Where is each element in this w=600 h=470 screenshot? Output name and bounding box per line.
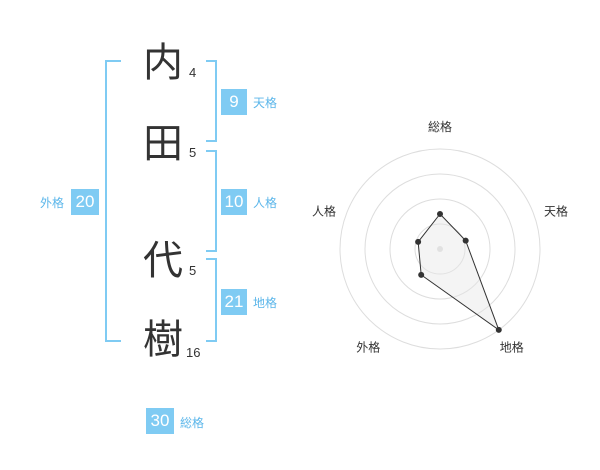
- radar-point: [495, 326, 502, 333]
- radar-axis-label: 人格: [312, 203, 336, 218]
- radar-axis-label: 総格: [428, 119, 452, 134]
- radar-points: [415, 211, 502, 333]
- radar-area: [417, 213, 500, 332]
- radar-axis-label: 外格: [356, 340, 380, 355]
- radar-axis-label: 地格: [500, 340, 524, 355]
- stroke-count-3: 5: [189, 263, 197, 278]
- name-char-3: 代: [143, 238, 183, 284]
- gaikaku-label: 外格: [40, 196, 65, 210]
- chikaku-bracket: [206, 258, 217, 342]
- jinkaku-label: 人格: [253, 196, 278, 210]
- radar-center: [437, 246, 443, 252]
- tenkaku-bracket: [206, 60, 217, 142]
- chikaku-label: 地格: [253, 296, 278, 310]
- radar-rings: [339, 148, 541, 350]
- name-char-1: 内: [143, 40, 183, 86]
- soukaku-value: 30: [146, 408, 174, 434]
- name-char-4: 樹: [143, 317, 183, 363]
- tenkaku-label: 天格: [253, 96, 278, 110]
- radar-axis-label: 天格: [544, 203, 568, 218]
- radar-ring: [339, 148, 541, 350]
- jinkaku-value: 10: [221, 189, 247, 215]
- stroke-count-4: 16: [186, 345, 201, 360]
- gaikaku-bracket: [105, 60, 121, 342]
- radar-ring: [389, 198, 491, 300]
- stroke-count-1: 4: [189, 65, 197, 80]
- chikaku-value: 21: [221, 289, 247, 315]
- radar-point: [418, 271, 425, 278]
- gaikaku-value: 20: [71, 189, 99, 215]
- radar-ring: [414, 223, 466, 275]
- soukaku-label: 総格: [180, 416, 205, 430]
- name-char-2: 田: [143, 121, 183, 167]
- radar-series-area: [417, 213, 500, 332]
- jinkaku-bracket: [206, 150, 217, 252]
- stroke-count-2: 5: [189, 145, 197, 160]
- radar-ring: [364, 173, 516, 325]
- tenkaku-value: 9: [221, 89, 247, 115]
- radar-point: [462, 237, 469, 244]
- radar-point: [415, 238, 422, 245]
- radar-point: [437, 211, 443, 217]
